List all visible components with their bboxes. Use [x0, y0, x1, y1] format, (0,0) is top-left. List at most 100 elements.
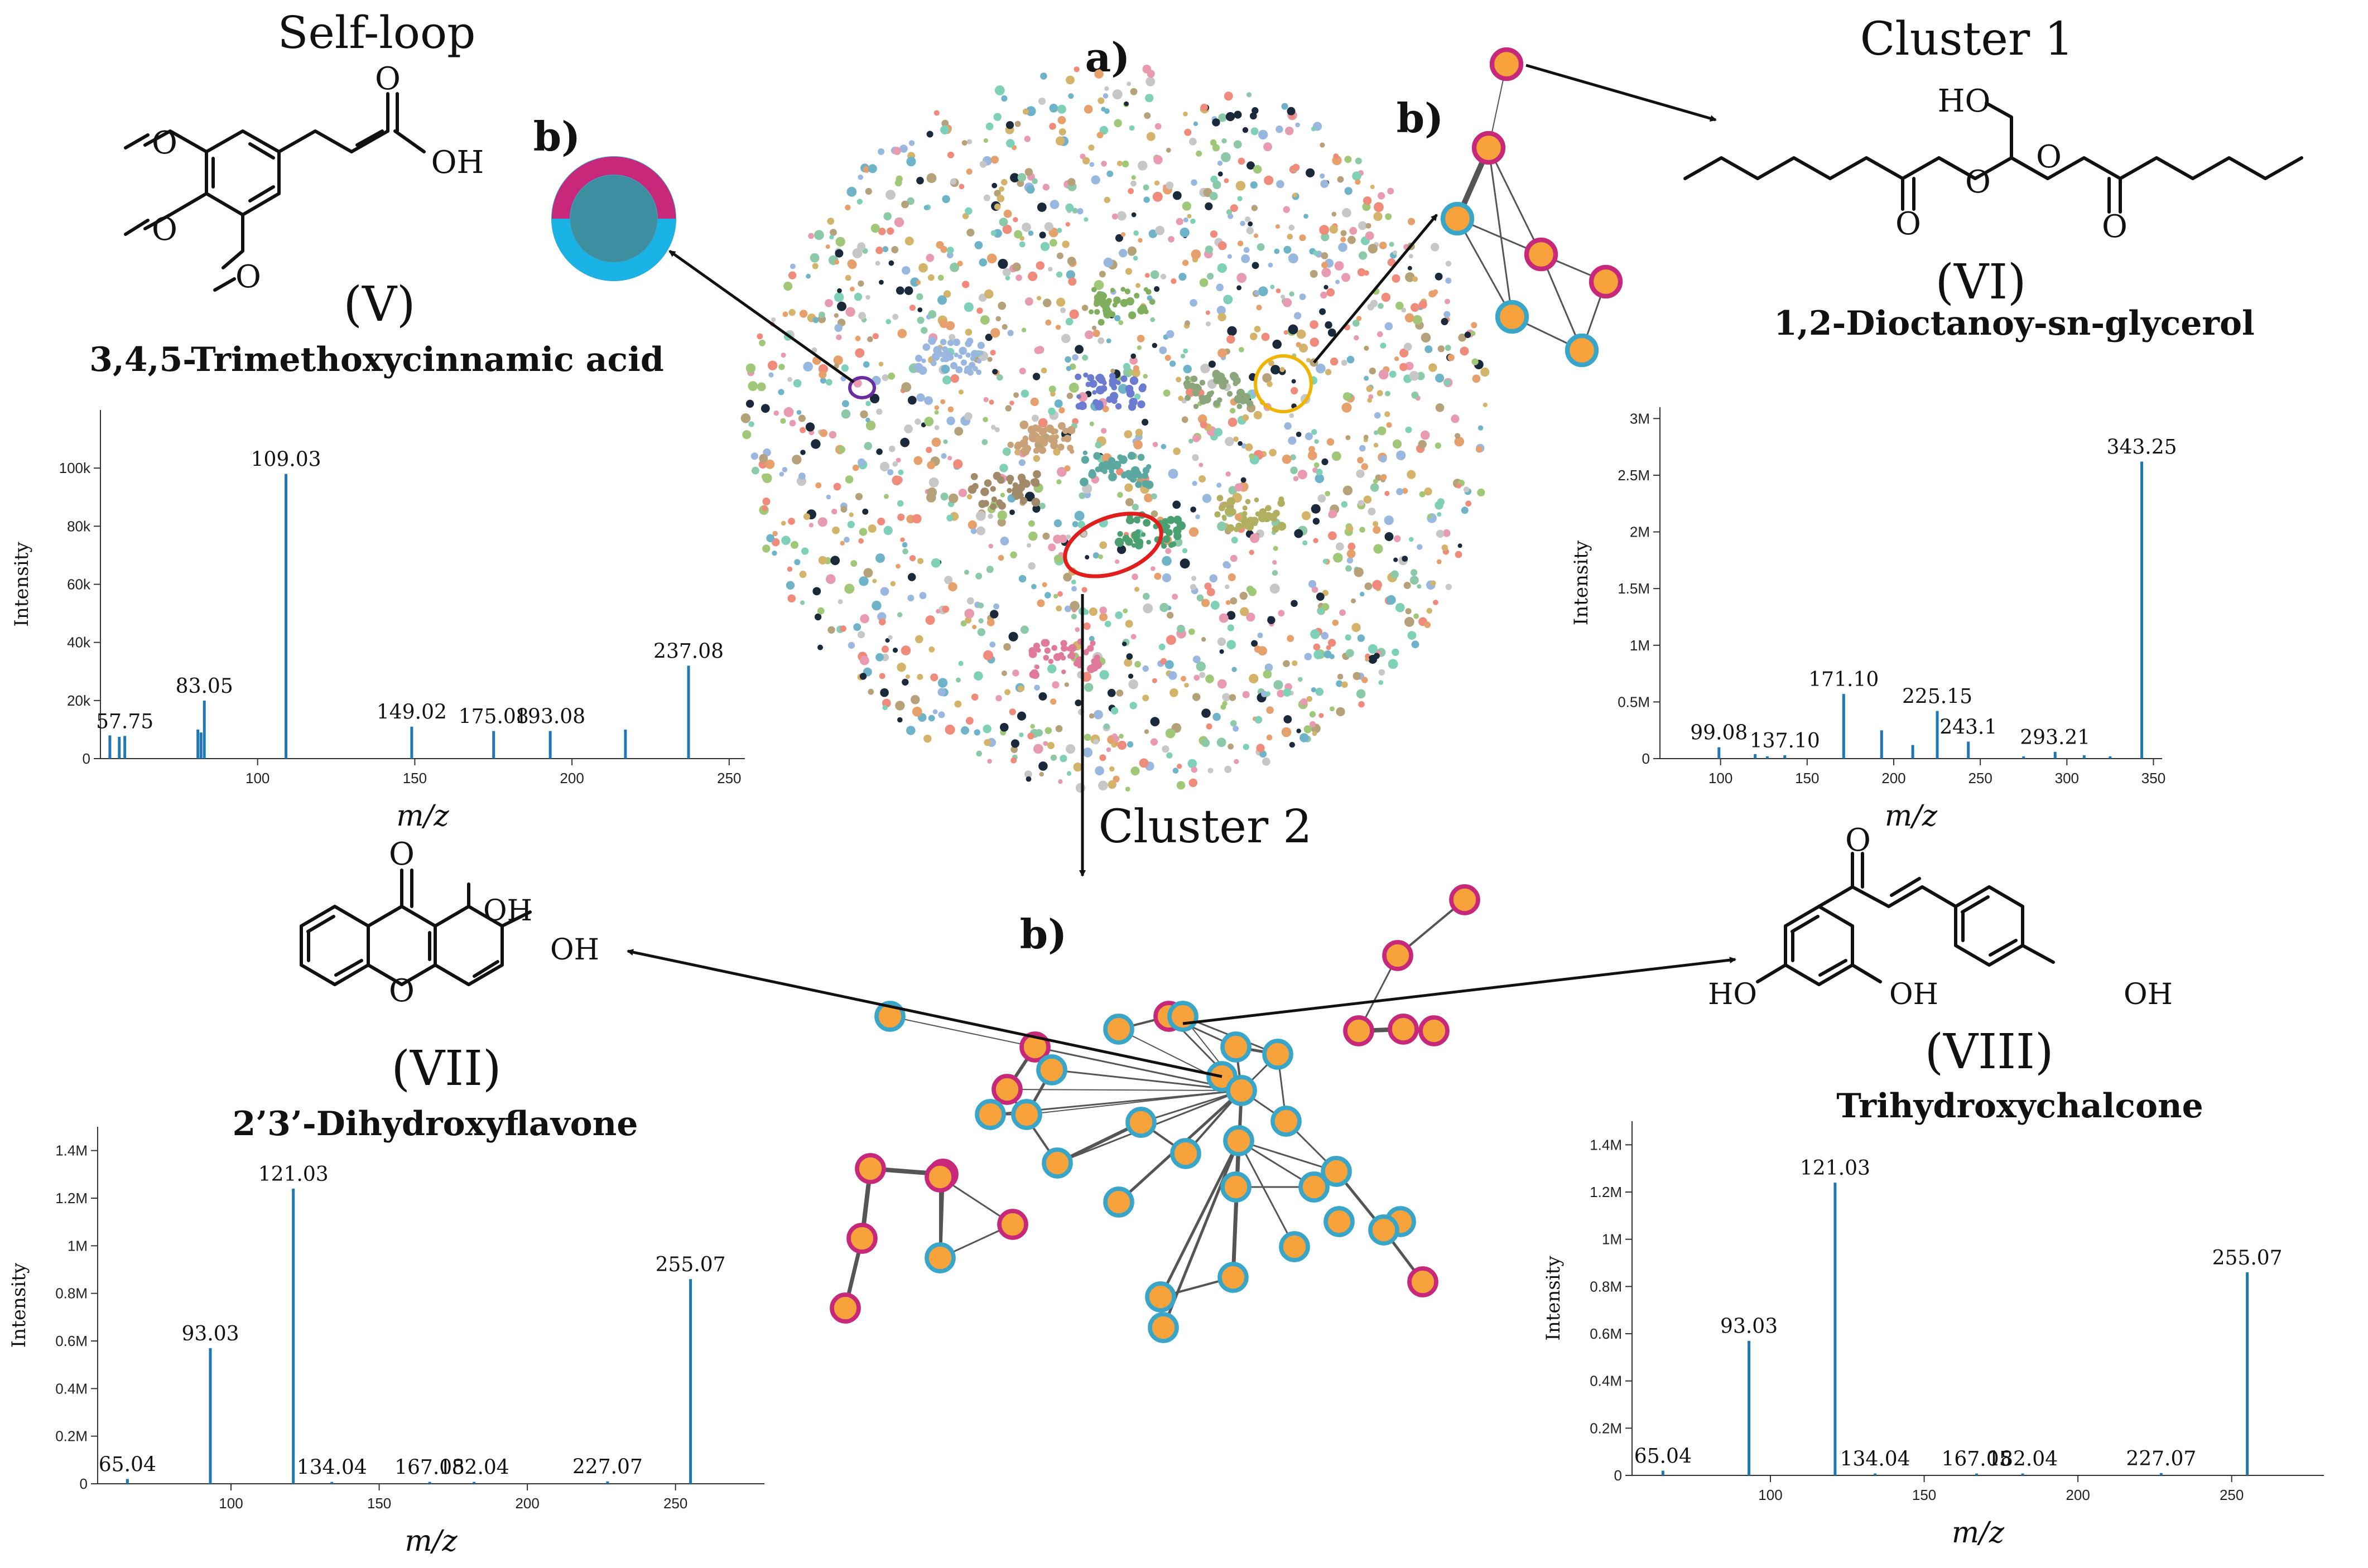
- structure-VIII-oh1: OH: [1889, 978, 1938, 1011]
- network-node: [1024, 770, 1032, 778]
- network-node: [912, 514, 922, 524]
- network-node: [1048, 385, 1056, 393]
- network-node: [811, 439, 821, 449]
- network-node: [1056, 605, 1062, 612]
- y-tick-label: 1M: [1630, 637, 1650, 654]
- network-node: [940, 339, 947, 345]
- network-node: [1162, 556, 1172, 566]
- network-node: [826, 494, 831, 500]
- network-node: [1166, 147, 1171, 153]
- x-tick-label: 250: [663, 1495, 687, 1512]
- x-tick-label: 100: [1758, 1487, 1782, 1503]
- network-node: [1043, 741, 1048, 746]
- cluster-node: [1262, 1039, 1293, 1070]
- arrow-to-selfloop: [668, 249, 855, 384]
- network-node: [1404, 313, 1414, 323]
- y-tick-label: 1.4M: [1590, 1136, 1622, 1153]
- network-node: [894, 217, 904, 228]
- network-node: [1378, 192, 1385, 200]
- network-node: [1404, 342, 1412, 351]
- network-node: [852, 464, 859, 471]
- network-node: [1409, 371, 1419, 381]
- network-node: [1308, 580, 1317, 588]
- network-node: [1164, 660, 1174, 669]
- network-node: [1331, 451, 1341, 461]
- network-node: [1125, 268, 1132, 275]
- network-node: [907, 573, 916, 581]
- network-node: [1132, 573, 1138, 580]
- network-node: [896, 457, 901, 463]
- peak-label: 134.04: [297, 1456, 367, 1479]
- network-node: [835, 249, 844, 258]
- network-node: [943, 439, 948, 444]
- axis-frame: [1631, 1121, 2324, 1476]
- network-node: [980, 315, 990, 325]
- network-node: [1171, 278, 1177, 284]
- network-node: [1366, 385, 1373, 392]
- y-tick-label: 3M: [1630, 410, 1650, 427]
- network-node: [1074, 66, 1080, 73]
- network-node: [1266, 734, 1273, 741]
- network-node: [1127, 517, 1134, 524]
- network-node: [849, 512, 854, 517]
- network-node: [1142, 305, 1147, 310]
- network-node: [961, 726, 969, 735]
- network-node: [950, 374, 960, 383]
- network-node: [984, 289, 994, 299]
- network-node: [921, 358, 926, 364]
- network-node: [983, 138, 988, 143]
- network-node: [960, 620, 967, 627]
- network-node: [1395, 603, 1405, 612]
- network-node: [1217, 241, 1227, 250]
- network-node: [1151, 510, 1158, 518]
- network-node: [1090, 640, 1096, 647]
- network-node: [1437, 512, 1442, 517]
- network-node: [1089, 713, 1095, 719]
- network-node: [1182, 201, 1192, 211]
- network-node: [1384, 515, 1394, 525]
- network-node: [850, 560, 858, 567]
- network-node: [1127, 247, 1136, 256]
- peak-label: 237.08: [653, 640, 724, 663]
- network-node: [987, 356, 993, 362]
- network-node: [933, 110, 940, 116]
- network-node: [1074, 510, 1085, 521]
- network-node: [898, 469, 904, 475]
- network-node: [942, 605, 950, 613]
- network-node: [1317, 607, 1325, 615]
- network-node: [1060, 307, 1066, 313]
- network-node: [1337, 176, 1344, 183]
- network-node: [1143, 519, 1151, 527]
- network-node: [1072, 354, 1079, 361]
- network-node: [1262, 373, 1272, 383]
- network-node: [1444, 298, 1450, 305]
- network-node: [1239, 591, 1248, 600]
- network-node: [1071, 614, 1077, 620]
- network-node: [1034, 684, 1040, 691]
- network-node: [1283, 715, 1292, 723]
- structure-VIII-oh2: OH: [2124, 978, 2173, 1011]
- network-node: [918, 366, 927, 375]
- network-node: [1126, 471, 1135, 480]
- network-node: [865, 187, 872, 195]
- network-node: [1127, 540, 1133, 546]
- network-node: [1072, 521, 1079, 528]
- network-node: [1123, 299, 1129, 305]
- network-node: [1270, 284, 1275, 290]
- network-node: [1122, 641, 1127, 647]
- network-node: [980, 488, 989, 496]
- network-node: [1421, 332, 1431, 343]
- network-node: [989, 399, 994, 405]
- network-node: [1207, 768, 1214, 774]
- network-node: [946, 514, 954, 522]
- network-node: [1127, 298, 1134, 305]
- cluster-node: [1011, 1099, 1042, 1130]
- network-node: [1034, 346, 1042, 354]
- network-node: [1135, 529, 1141, 535]
- network-node: [1361, 677, 1368, 683]
- network-node: [1048, 659, 1054, 664]
- network-node: [957, 354, 962, 359]
- cluster-node: [846, 1223, 878, 1254]
- network-node: [1380, 474, 1387, 481]
